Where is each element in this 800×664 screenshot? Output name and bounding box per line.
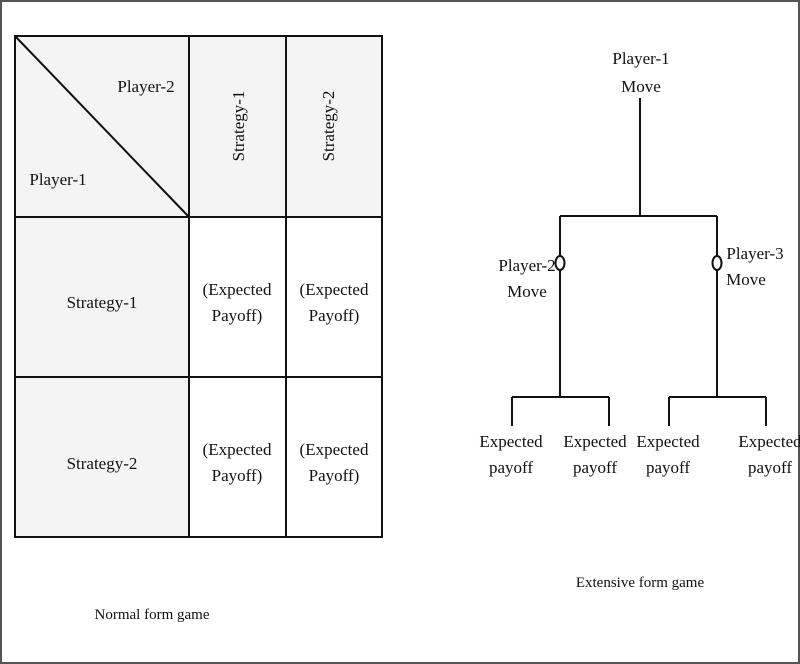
leaf-payoff-2: Expected payoff [563,432,627,477]
leaf-line-1: Expected [479,432,543,451]
leaf-line-2: payoff [748,458,792,477]
root-label-line-1: Player-1 [612,49,669,68]
leaf-line-1: Expected [563,432,627,451]
leaf-line-2: payoff [573,458,617,477]
player-2-node-label-line-2: Move [507,282,547,301]
player-2-node [554,255,566,271]
payoff-line-2: Payoff) [309,306,360,325]
payoff-line-1: (Expected [300,280,369,299]
header-col-bg-2 [286,36,382,217]
player-3-node-label-line-1: Player-3 [726,244,783,263]
table-grid [14,35,383,538]
corner-diagonal [14,35,190,218]
leaf-payoff-3: Expected payoff [636,432,700,477]
payoff-line-2: Payoff) [309,466,360,485]
col-header-strategy-2: Strategy-2 [319,91,338,162]
payoff-line-1: (Expected [203,440,272,459]
player-3-node [711,255,723,271]
player-1-label: Player-1 [29,170,86,189]
normal-form-caption: Normal form game [95,607,210,623]
payoff-cell-1-2: (Expected Payoff) [300,280,369,325]
payoff-line-1: (Expected [203,280,272,299]
header-col-bg-1 [189,36,286,217]
row-header-strategy-1: Strategy-1 [67,293,138,312]
leaf-payoff-4: Expected payoff [738,432,800,477]
normal-form-table: Player-2 Player-1 Strategy-1 Strategy-2 … [14,35,383,623]
player-2-node-label-line-1: Player-2 [498,256,555,275]
payoff-cell-2-2: (Expected Payoff) [300,440,369,485]
payoff-line-2: Payoff) [212,466,263,485]
row-header-strategy-2: Strategy-2 [67,454,138,473]
leaf-line-2: payoff [646,458,690,477]
payoff-cell-1-1: (Expected Payoff) [203,280,272,325]
payoff-line-2: Payoff) [212,306,263,325]
row-header-bg-2 [15,377,189,537]
leaf-payoff-1: Expected payoff [479,432,543,477]
payoff-line-1: (Expected [300,440,369,459]
payoff-cell-2-1: (Expected Payoff) [203,440,272,485]
extensive-form-tree: Player-1 Move Player-2 Move Player-3 Mov… [479,49,800,591]
player-2-label: Player-2 [117,77,174,96]
row-header-bg-1 [15,217,189,377]
root-label-line-2: Move [621,77,661,96]
leaf-line-1: Expected [636,432,700,451]
leaf-line-1: Expected [738,432,800,451]
player-3-node-label-line-2: Move [726,270,766,289]
extensive-form-caption: Extensive form game [576,575,705,591]
col-header-strategy-1: Strategy-1 [229,91,248,162]
tree-edges [511,98,767,426]
leaf-line-2: payoff [489,458,533,477]
